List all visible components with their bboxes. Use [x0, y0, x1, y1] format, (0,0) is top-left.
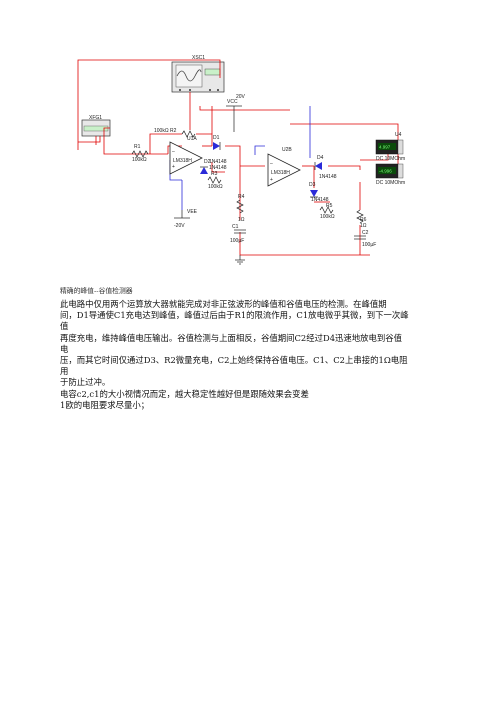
diode-d2: D2 1N4148 1N4148 [200, 159, 227, 174]
resistor-r2: 100kΩ R2 [154, 128, 196, 138]
d4-part: 1N4148 [319, 174, 337, 180]
text-line: 再度充电，维持峰值电压输出。谷值检测与上面相反，谷值期间C2经过D4迅速地放电到… [60, 332, 403, 343]
vee-label: VEE [187, 209, 198, 215]
u4-mode: DC 10MOhm [376, 156, 405, 162]
u5-reading: -4.996 [379, 169, 392, 174]
r3-value: 100kΩ [208, 184, 223, 190]
r4-label: R4 [238, 194, 245, 200]
function-generator-xfg1[interactable]: XFG1 [81, 115, 111, 137]
text-line: 于防止过冲。 [60, 377, 111, 388]
u2b-plus: + [270, 177, 273, 183]
r5-label: R5 [326, 203, 333, 209]
c2-value: 100µF [362, 242, 376, 248]
r2-label: 100kΩ R2 [154, 128, 177, 134]
u1a-part: LM318H [173, 158, 192, 164]
text-line: 电容c2,c1的大小视情况而定，越大稳定性越好但是跟随效果会变差 [60, 388, 309, 399]
resistor-r1: R1 100kΩ [131, 144, 149, 163]
diode-d4: D4 1N4148 [314, 155, 337, 180]
r4-value: 1Ω [238, 217, 245, 223]
opamp-u1a[interactable]: – + U1A LM318H [169, 136, 203, 175]
description-paragraph: 此电路中仅用两个运算放大器就能完成对非正弦波形的峰值和谷值电压的检测。在峰值期 … [60, 299, 432, 411]
capacitor-c1: C1 100µF [230, 224, 246, 244]
opamp-u2b[interactable]: – + U2B LM318H [267, 147, 301, 187]
figure-caption: 精确的峰值--谷值检测器 [60, 287, 133, 295]
u5-mode: DC 10MOhm [376, 180, 405, 186]
u2b-part: LM318H [271, 170, 290, 176]
d3-part: 1N4148 [311, 197, 329, 203]
multimeter-u5[interactable]: -4.996 DC 10MOhm [375, 163, 405, 186]
u2b-label: U2B [282, 147, 292, 153]
c2-label: C2 [362, 230, 369, 236]
d2-label: D2 [204, 159, 211, 165]
r6-label: R6 [360, 217, 367, 223]
u1a-plus: + [172, 164, 175, 170]
d3-label: D3 [309, 182, 316, 188]
r3-label: R3 [211, 171, 218, 177]
u4-reading: 4.997 [379, 145, 391, 150]
vee-value: -20V [174, 223, 185, 229]
vcc-label: VCC [227, 99, 238, 105]
capacitor-c2: C2 100µF [354, 230, 376, 248]
text-line: 1欧的电阻要求尽量小； [60, 399, 150, 410]
u2b-minus: – [270, 161, 273, 167]
text-line: 用 [60, 366, 69, 377]
multimeter-u4[interactable]: U4 4.997 DC 10MOhm [375, 132, 405, 162]
resistor-r4: R4 1Ω [236, 194, 245, 223]
r6-value: 1Ω [360, 223, 367, 229]
text-line: 电 [60, 343, 69, 354]
d1-label: D1 [213, 135, 220, 141]
text-line: 压，而其它时间仅通过D3、R2微量充电，C2上始终保持谷值电压。C1、C2上串接… [60, 355, 408, 366]
circuit-schematic: XSC1 XFG1 VCC 20V 100kΩ R2 [77, 55, 405, 265]
resistor-r6: R6 1Ω [356, 209, 367, 229]
resistor-r5: R5 100kΩ [319, 203, 335, 220]
resistor-r3: R3 100kΩ [207, 171, 223, 190]
text-line: 此电路中仅用两个运算放大器就能完成对非正弦波形的峰值和谷值电压的检测。在峰值期 [60, 299, 387, 309]
vcc-value: 20V [236, 94, 246, 100]
vee-source: VEE -20V [174, 209, 198, 229]
d2-part: 1N4148 [209, 165, 227, 171]
diode-d3: D3 1N4148 [309, 182, 329, 203]
text-line: 值 [60, 321, 69, 332]
u1a-minus: – [172, 149, 175, 155]
d1-part: 1N4148 [209, 159, 227, 165]
r1-value: 100kΩ [132, 157, 147, 163]
u4-label: U4 [395, 132, 402, 138]
r1-label: R1 [134, 144, 141, 150]
xsc1-label: XSC1 [192, 55, 205, 61]
xfg1-label: XFG1 [89, 115, 102, 121]
u1a-label: U1A [187, 136, 197, 142]
c1-value: 100µF [230, 238, 244, 244]
d4-label: D4 [317, 155, 324, 161]
diode-d1: D1 [213, 135, 221, 150]
c1-label: C1 [232, 224, 239, 230]
vcc-source: VCC 20V [226, 94, 246, 132]
text-line: 间，D1导通使C1充电达到峰值，峰值过后由于R1的限流作用，C1放电微乎其微，到… [60, 310, 409, 321]
oscilloscope-xsc1[interactable]: XSC1 [171, 55, 225, 93]
ground-symbol [235, 255, 245, 265]
r5-value: 100kΩ [320, 214, 335, 220]
